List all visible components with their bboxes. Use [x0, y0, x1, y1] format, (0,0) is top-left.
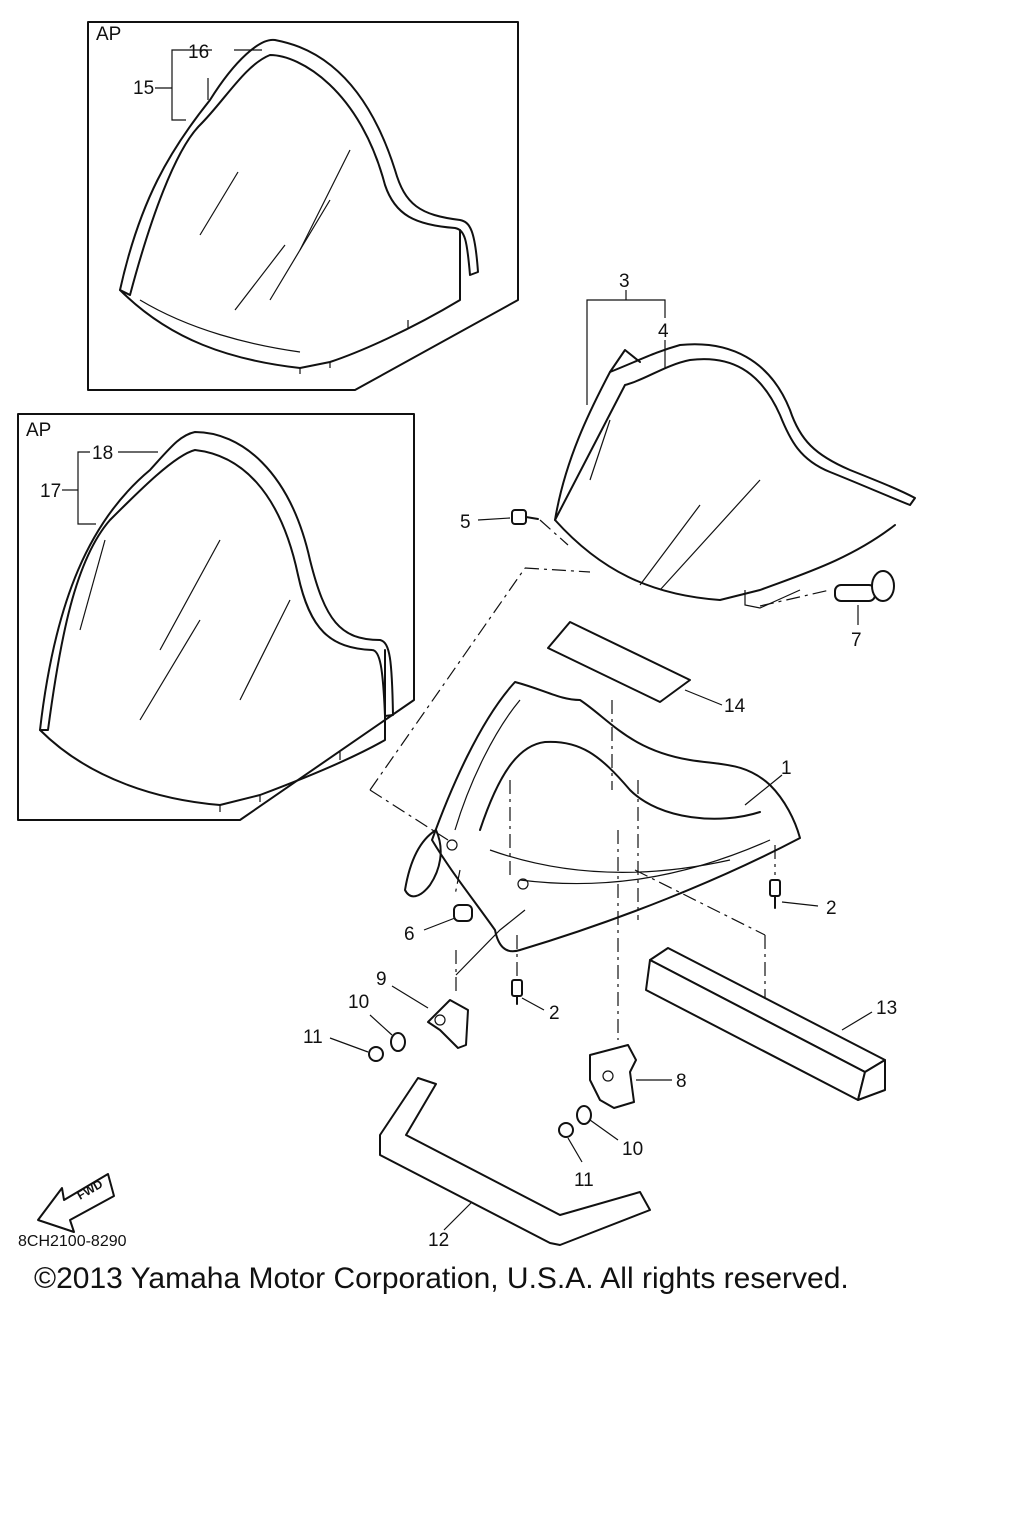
callout-9: 9: [376, 969, 387, 990]
windshield-option-b: [39, 431, 394, 812]
leader-lines-3-4: [586, 290, 666, 405]
windshield-option-a: [119, 38, 479, 374]
pad-14: 14: [547, 621, 746, 717]
washer-10-right: 10: [576, 1105, 643, 1160]
assembly-lines: [369, 567, 776, 1040]
callout-11-left: 11: [303, 1027, 323, 1048]
callout-6: 6: [404, 924, 415, 945]
callout-2-right: 2: [826, 898, 837, 919]
ap-panel-top: AP 16 15: [87, 21, 519, 391]
washer-10-left: 10: [348, 992, 406, 1052]
leader-lines-17-18: [62, 451, 158, 525]
bracket-8: 8: [589, 1044, 687, 1109]
nut-11-left: 11: [303, 1027, 384, 1062]
fwd-arrow-icon: FWD: [37, 1173, 115, 1233]
ap-label-left: AP: [26, 420, 51, 441]
grommet-7: 7: [759, 570, 895, 651]
callout-7: 7: [851, 630, 862, 651]
part-code: 8CH2100-8290: [18, 1233, 127, 1250]
callout-2-center: 2: [549, 1003, 560, 1024]
callout-11-right: 11: [574, 1170, 594, 1191]
callout-4: 4: [658, 321, 669, 342]
windshield-main: 3 4: [554, 271, 916, 609]
callout-3: 3: [619, 271, 630, 292]
ap-panel-left: AP 18 17: [17, 413, 415, 821]
callout-8: 8: [676, 1071, 687, 1092]
callout-10-left: 10: [348, 992, 369, 1013]
callout-16: 16: [188, 42, 209, 63]
screw-6: 6: [404, 904, 473, 945]
callout-5: 5: [460, 512, 471, 533]
cowling-1: 1: [404, 681, 801, 953]
callout-10-right: 10: [622, 1139, 643, 1160]
callout-14: 14: [724, 696, 746, 717]
bolt-2-right: 2: [769, 879, 837, 919]
callout-13: 13: [876, 998, 897, 1019]
bolt-5: 5: [460, 509, 569, 546]
leader-lines-15-16: [155, 49, 262, 121]
trim-seal-12: 12: [379, 1077, 651, 1251]
ap-label-top: AP: [96, 24, 121, 45]
callout-15: 15: [133, 78, 154, 99]
foam-block-13: 13: [645, 947, 897, 1101]
nut-11-right: 11: [558, 1122, 594, 1191]
bolt-2-center: 2: [511, 979, 560, 1024]
callout-18: 18: [92, 443, 113, 464]
bracket-9: 9: [376, 969, 469, 1049]
callout-17: 17: [40, 481, 61, 502]
callout-12: 12: [428, 1230, 449, 1251]
callout-1: 1: [781, 758, 792, 779]
copyright-notice: ©2013 Yamaha Motor Corporation, U.S.A. A…: [34, 1262, 849, 1295]
